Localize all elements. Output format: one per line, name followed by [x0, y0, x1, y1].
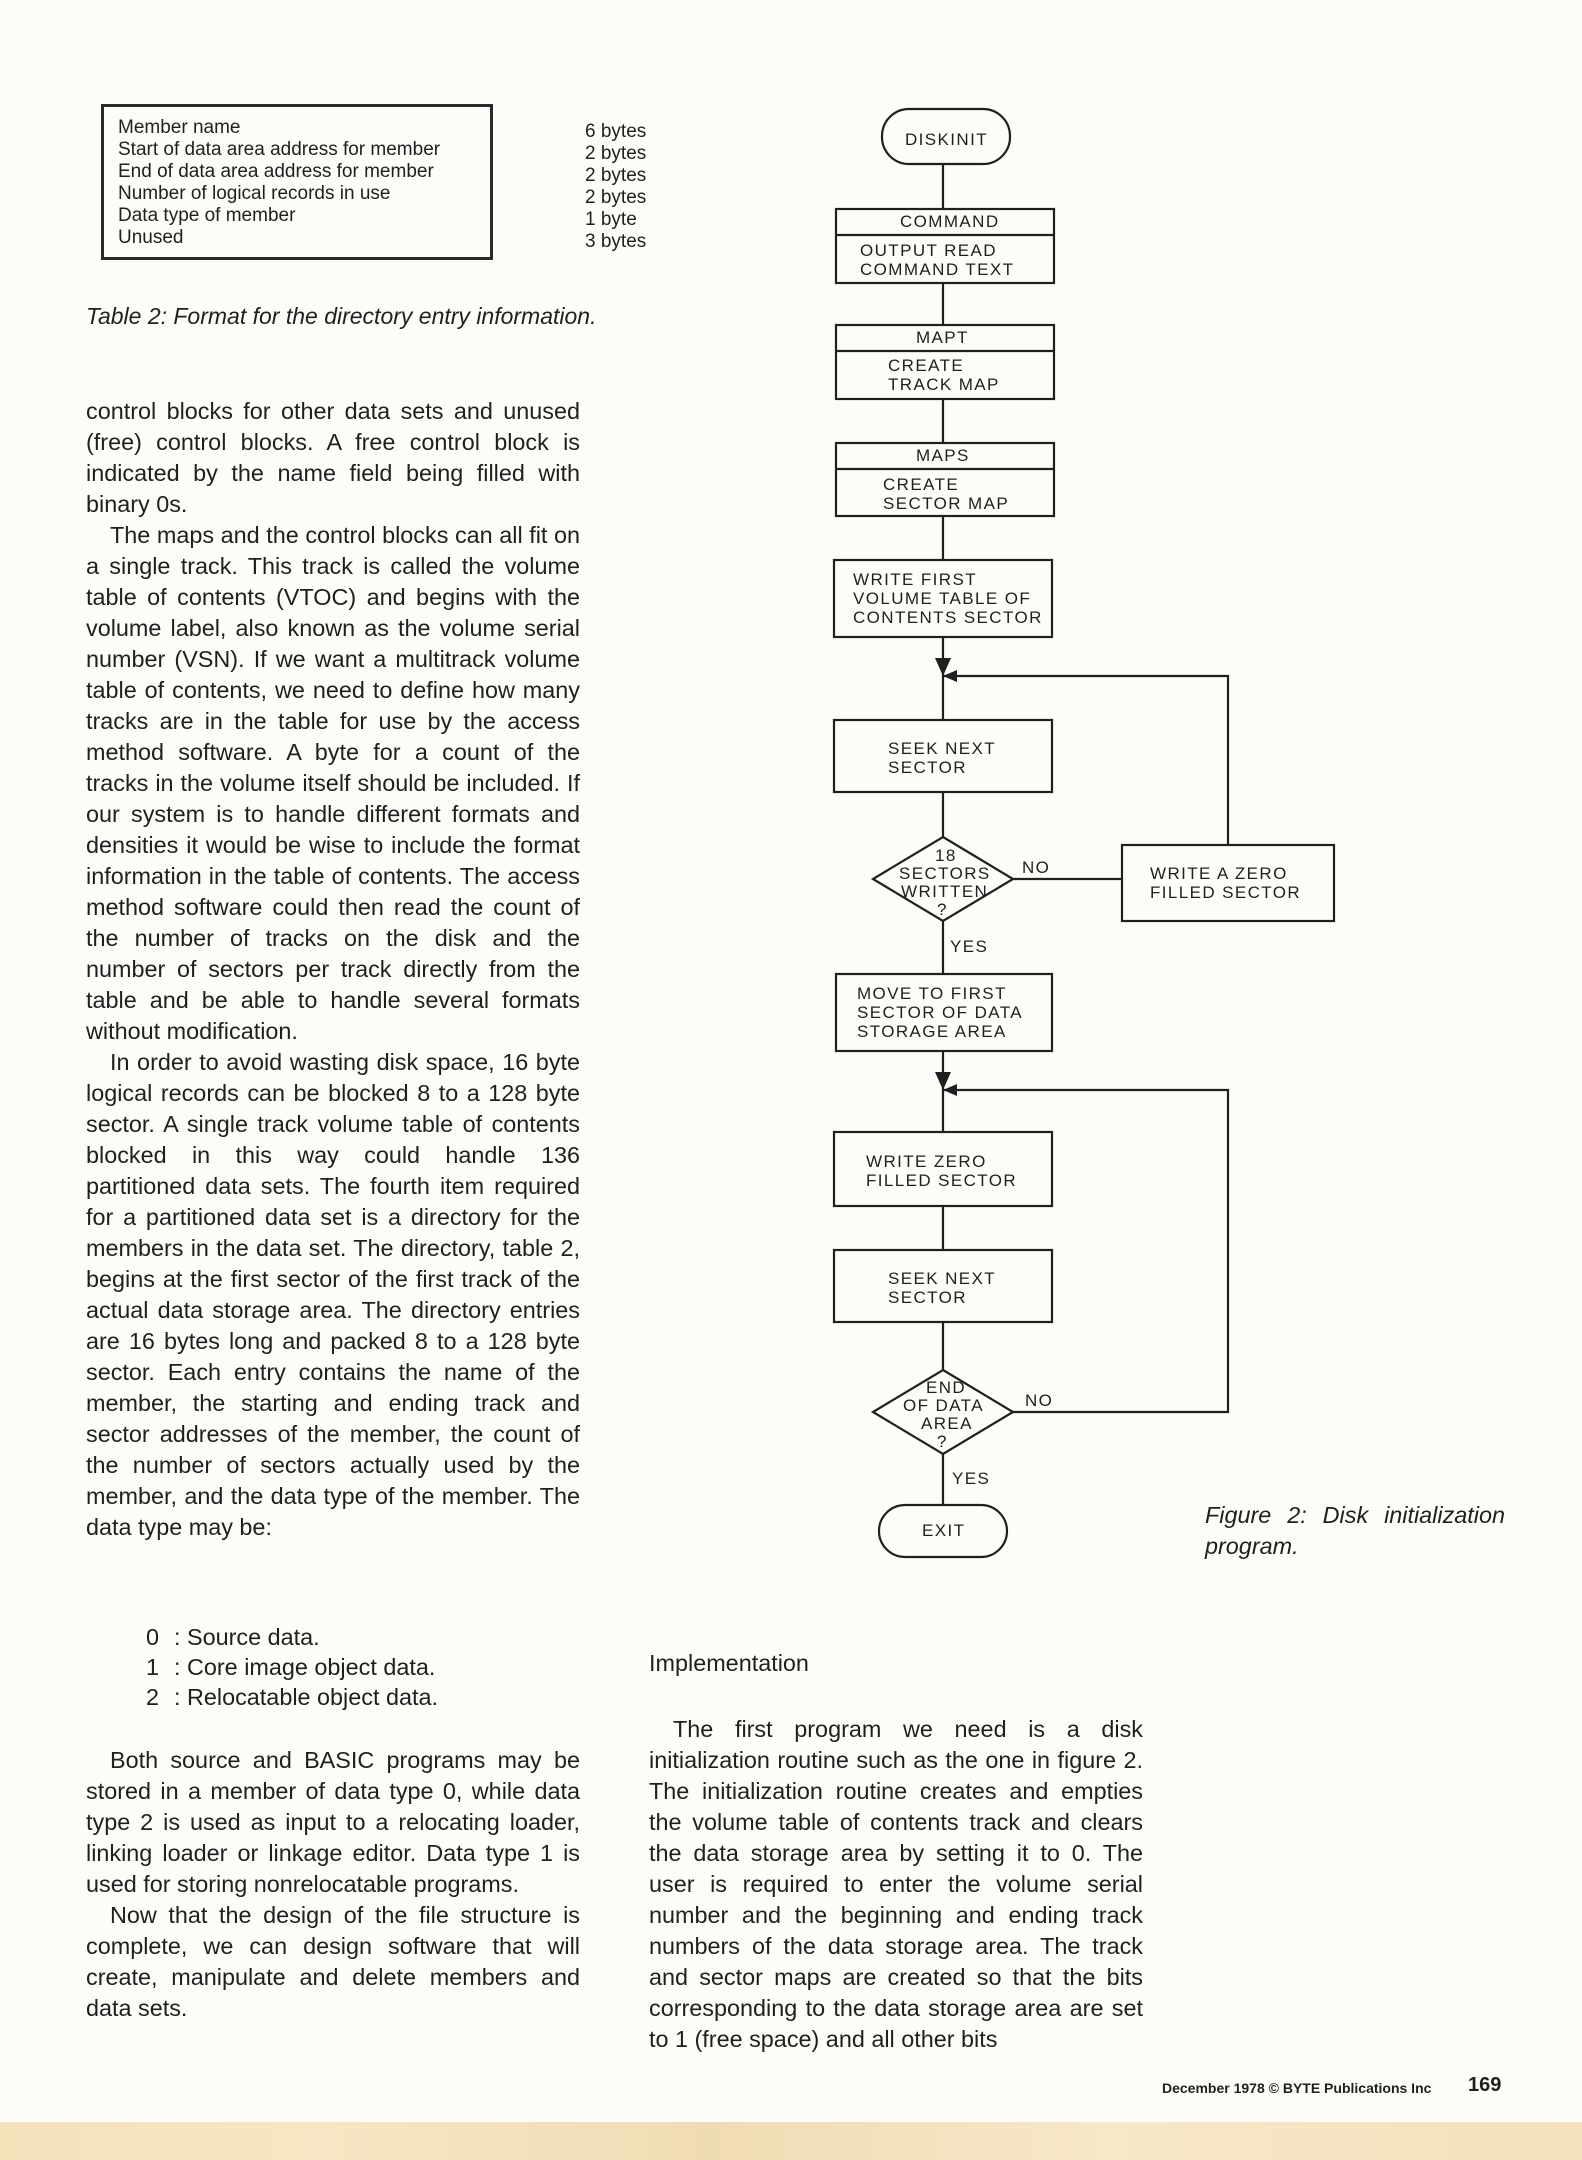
command-box: [834, 207, 1056, 285]
flow-label: 18: [935, 846, 957, 865]
flow-label: SECTOR MAP: [883, 494, 1009, 513]
seek-next-sector-box: [832, 718, 1054, 794]
flow-label: FILLED SECTOR: [1150, 883, 1301, 902]
flow-label: AREA: [921, 1414, 973, 1433]
left-column-upper: control blocks for other data sets and u…: [86, 396, 580, 1543]
list-item: 2 : Relocatable object data.: [146, 1682, 438, 1712]
flow-label: SECTOR OF DATA: [857, 1003, 1023, 1022]
paragraph: control blocks for other data sets and u…: [86, 398, 580, 517]
maps-box: [834, 441, 1056, 518]
list-item-text: : Relocatable object data.: [174, 1684, 438, 1710]
flow-label: EXIT: [922, 1521, 965, 1540]
list-item-text: : Core image object data.: [174, 1654, 436, 1680]
directory-entry-table: Member name Start of data area address f…: [101, 104, 493, 260]
table-size: 2 bytes: [585, 143, 647, 164]
move-box: [834, 972, 1054, 1053]
vtoc-box: [832, 558, 1054, 639]
flow-label: CREATE: [883, 475, 959, 494]
footer-credit: December 1978 © BYTE Publications Inc: [1162, 2080, 1432, 2096]
flow-label: VOLUME TABLE OF: [853, 589, 1031, 608]
flow-label: WRITE ZERO: [866, 1152, 987, 1171]
table-size: 2 bytes: [585, 165, 647, 186]
flow-label: DISKINIT: [905, 130, 988, 149]
loop-line: [943, 674, 1230, 845]
write-zero-box: [1120, 843, 1336, 923]
flow-label: YES: [950, 937, 988, 956]
table-size: 2 bytes: [585, 187, 647, 208]
flow-label: COMMAND: [900, 212, 1000, 231]
flow-label: OF DATA: [903, 1396, 984, 1415]
flow-label: TRACK MAP: [888, 375, 1000, 394]
flow-label: ?: [937, 900, 948, 919]
paragraph: The maps and the control blocks can all …: [86, 522, 580, 1044]
start-terminal: [880, 107, 1012, 166]
list-item-text: : Source data.: [174, 1624, 320, 1650]
flow-label: NO: [1022, 858, 1050, 877]
flow-label: COMMAND TEXT: [860, 260, 1014, 279]
flow-label: ?: [937, 1432, 948, 1451]
flow-label: FILLED SECTOR: [866, 1171, 1017, 1190]
table-row: Start of data area address for member: [118, 139, 441, 160]
arrowhead: [935, 1072, 951, 1090]
flow-label: END: [926, 1378, 966, 1397]
decision-diamond: [870, 1368, 1016, 1456]
decision-diamond: [870, 835, 1016, 923]
flow-label: STORAGE AREA: [857, 1022, 1007, 1041]
loop-line: [943, 1088, 1230, 1414]
flow-label: WRITE FIRST: [853, 570, 977, 589]
table-row: Unused: [118, 227, 184, 248]
flow-label: SEEK NEXT: [888, 1269, 996, 1288]
flow-label: SECTOR: [888, 758, 967, 777]
flow-label: SEEK NEXT: [888, 739, 996, 758]
list-item: 0 : Source data.: [146, 1622, 438, 1652]
exit-terminal: [877, 1503, 1009, 1559]
section-heading: Implementation: [649, 1650, 809, 1676]
flow-label: CONTENTS SECTOR: [853, 608, 1043, 627]
flow-label: MOVE TO FIRST: [857, 984, 1007, 1003]
flow-label: MAPT: [916, 328, 969, 347]
table-caption: Table 2: Format for the directory entry …: [86, 303, 597, 329]
paragraph: The first program we need is a disk init…: [649, 1716, 1143, 2052]
paragraph: Both source and BASIC programs may be st…: [86, 1747, 580, 1897]
list-item-number: 0: [146, 1624, 160, 1650]
data-type-list: 0 : Source data. 1 : Core image object dat…: [146, 1622, 438, 1712]
list-item-number: 2: [146, 1684, 160, 1710]
table-sizes: 6 bytes 2 bytes 2 bytes 2 bytes 1 byte 3…: [585, 121, 646, 253]
paragraph: In order to avoid wasting disk space, 16…: [86, 1049, 580, 1540]
list-item: 1 : Core image object data.: [146, 1652, 438, 1682]
page-edge-stain: [0, 2122, 1582, 2160]
table-size: 6 bytes: [585, 121, 647, 142]
left-column-lower: Both source and BASIC programs may be st…: [86, 1745, 580, 2024]
flow-label: YES: [952, 1469, 990, 1488]
table-row: Number of logical records in use: [118, 183, 391, 204]
list-item-number: 1: [146, 1654, 160, 1680]
table-size: 3 bytes: [585, 231, 647, 252]
seek-next-sector-box: [832, 1248, 1054, 1324]
arrowhead: [935, 658, 951, 676]
flow-label: NO: [1025, 1391, 1053, 1410]
table-size: 1 byte: [585, 209, 637, 230]
arrowhead: [943, 670, 957, 682]
figure-caption: Figure 2: Disk initialization program.: [1205, 1502, 1505, 1559]
table-row: Data type of member: [118, 205, 296, 226]
flow-label: MAPS: [916, 446, 970, 465]
table-row: Member name: [118, 117, 241, 138]
flow-label: OUTPUT READ: [860, 241, 997, 260]
flow-label: WRITTEN: [901, 882, 988, 901]
flow-label: WRITE A ZERO: [1150, 864, 1288, 883]
table-row: End of data area address for member: [118, 161, 434, 182]
flow-label: SECTOR: [888, 1288, 967, 1307]
write-zero-filled-box: [832, 1130, 1054, 1208]
flow-label: SECTORS: [899, 864, 991, 883]
mapt-box: [834, 323, 1056, 401]
arrowhead: [943, 1084, 957, 1096]
flow-label: CREATE: [888, 356, 964, 375]
page-number: 169: [1468, 2074, 1502, 2096]
right-column: The first program we need is a disk init…: [649, 1714, 1143, 2055]
paragraph: Now that the design of the file structur…: [86, 1902, 580, 2021]
